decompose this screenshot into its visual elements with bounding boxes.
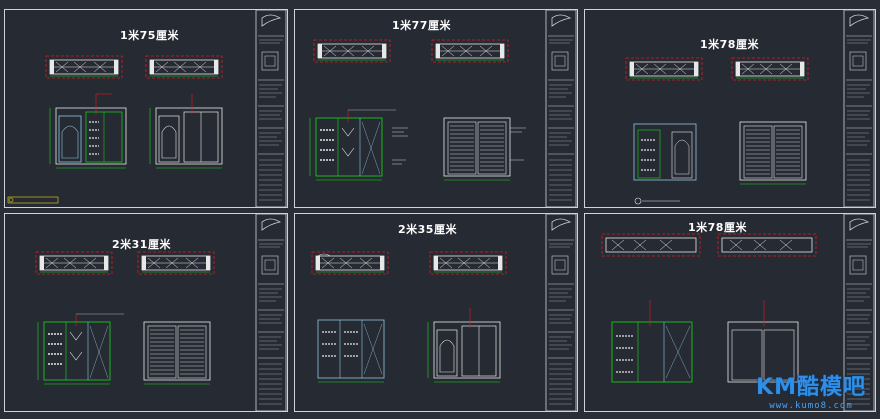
drawing-sheet-1[interactable]	[4, 9, 288, 208]
drawing-sheet-2[interactable]	[294, 9, 578, 208]
elevation-2b	[443, 117, 511, 181]
elevation-4a	[37, 313, 125, 385]
plan-view-2a	[313, 39, 391, 63]
elevation-4b	[143, 321, 211, 385]
drawing-sheet-3[interactable]	[584, 9, 876, 208]
plan-view-1a	[45, 55, 123, 79]
plan-view-5b	[429, 251, 507, 275]
elevation-5b	[427, 307, 501, 383]
elevation-1b	[149, 93, 223, 169]
plan-view-5a	[311, 251, 389, 275]
site-watermark: KM酷模吧 www.kumo8.com	[756, 369, 866, 411]
drawing-sheet-6[interactable]	[584, 213, 876, 412]
elevation-3b	[739, 121, 807, 185]
elevation-6a	[611, 300, 693, 383]
plan-view-4b	[137, 251, 215, 275]
sheet-title-1: 1米75厘米	[120, 29, 179, 42]
drawing-sheet-5[interactable]	[294, 213, 578, 412]
elevation-3a	[633, 123, 697, 181]
elevation-1a	[49, 93, 127, 169]
sheet-title-5: 2米35厘米	[398, 223, 457, 236]
sheet-5-drawings	[311, 213, 577, 412]
sheet-1-drawings	[7, 9, 287, 208]
sheet-title-4: 2米31厘米	[112, 238, 171, 251]
plan-view-6a	[601, 233, 701, 257]
elevation-6b	[727, 300, 799, 383]
elevation-5a	[317, 319, 385, 383]
plan-view-4a	[35, 251, 113, 275]
watermark-url: www.kumo8.com	[769, 401, 853, 411]
sheet-title-3: 1米78厘米	[700, 38, 759, 51]
sheet-2-drawings	[309, 9, 577, 208]
plan-view-2b	[431, 39, 509, 63]
plan-view-3a	[625, 57, 703, 81]
sheet-title-6: 1米78厘米	[688, 221, 747, 234]
plan-view-3b	[731, 57, 809, 81]
watermark-logo: KM酷模吧	[756, 375, 866, 400]
plan-view-1b	[145, 55, 223, 79]
sheet-6-drawings	[601, 213, 875, 412]
elevation-2a	[309, 109, 397, 181]
legend-box-1	[7, 196, 59, 204]
drawing-sheet-4[interactable]	[4, 213, 288, 412]
sheet-title-2: 1米77厘米	[392, 19, 451, 32]
plan-view-6b	[717, 233, 817, 257]
sheet-3-drawings	[625, 9, 875, 208]
